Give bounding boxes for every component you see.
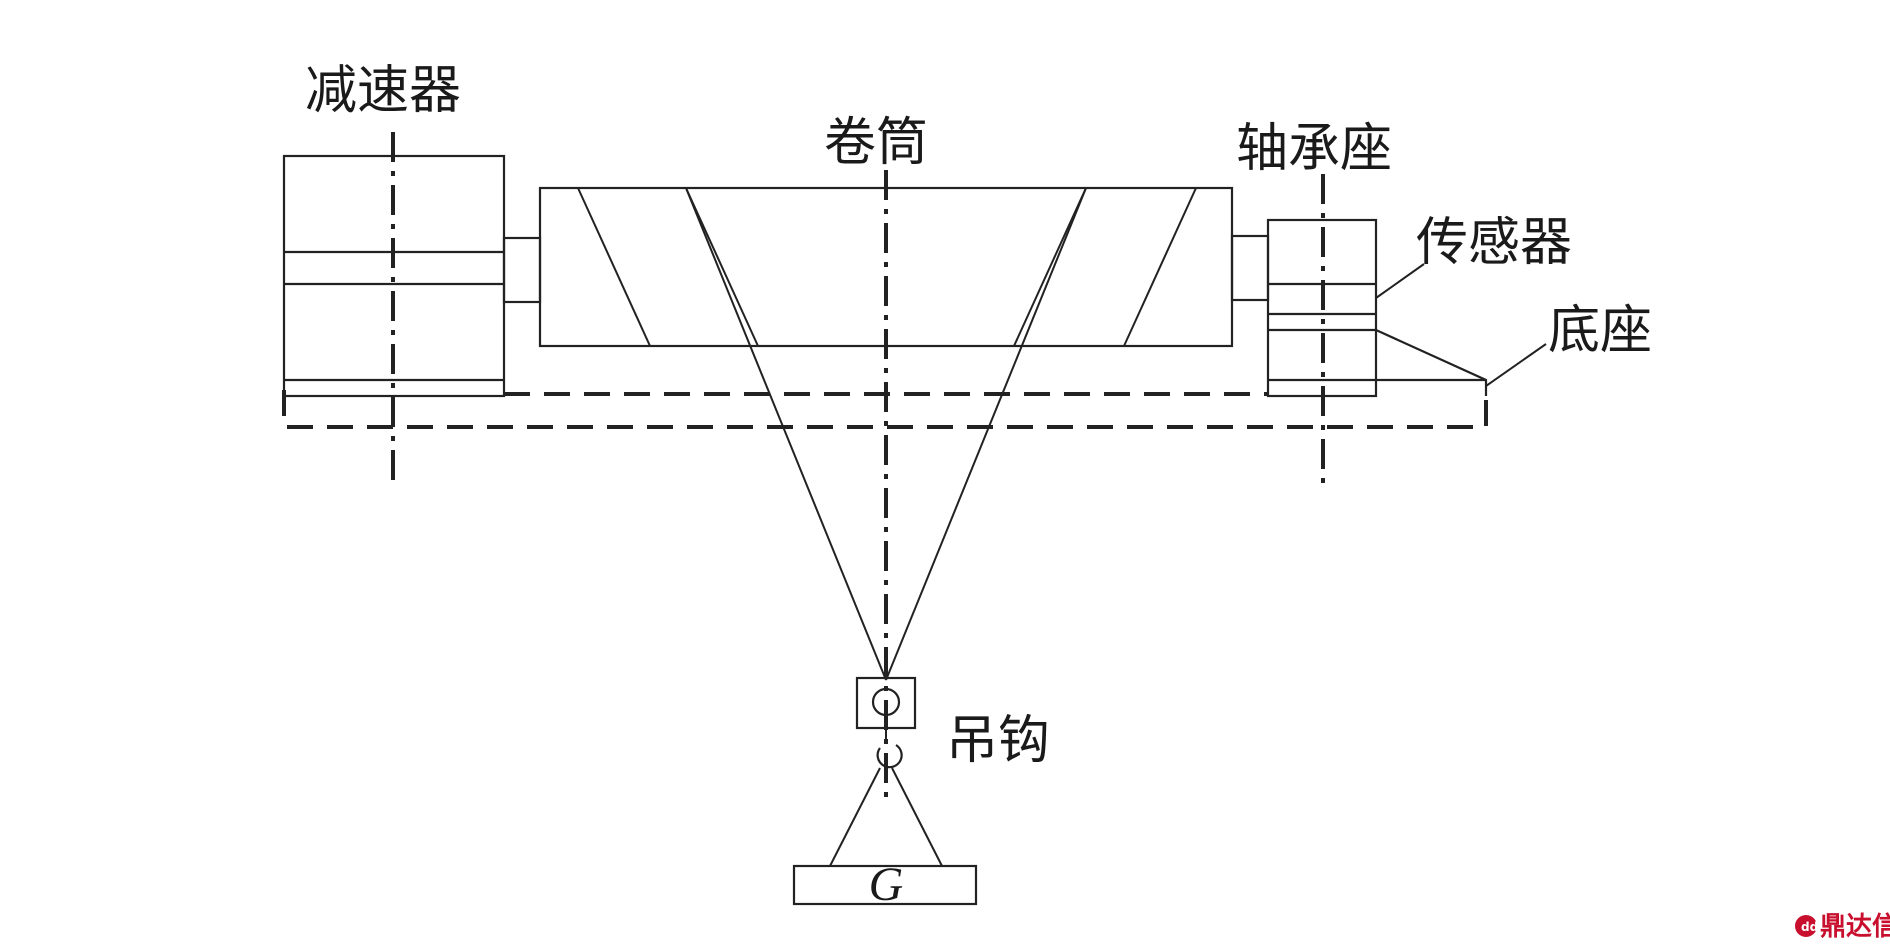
hook-label: 吊钩 — [946, 711, 1050, 771]
watermark-text: 鼎达信 — [1820, 912, 1890, 942]
bearing-seat — [1266, 218, 1378, 398]
drum-label: 卷筒 — [824, 113, 928, 173]
sling-left — [829, 767, 881, 867]
base-leader — [1485, 343, 1547, 387]
sling-right — [891, 767, 943, 867]
bearing-seat-label: 轴承座 — [1236, 119, 1392, 179]
sensor-leader — [1375, 263, 1425, 299]
right-shaft — [1230, 234, 1270, 302]
svg-text:dd: dd — [1801, 920, 1818, 934]
hook — [855, 676, 917, 769]
left-shaft — [502, 236, 542, 304]
load-box — [792, 864, 978, 906]
rope-right — [885, 187, 1087, 681]
base-label: 底座 — [1548, 301, 1652, 361]
reducer-label: 减速器 — [305, 61, 461, 121]
base-support — [1375, 328, 1488, 396]
sensor-label: 传感器 — [1416, 213, 1572, 273]
rope-left — [685, 187, 887, 681]
load-label: G — [869, 858, 904, 911]
watermark: dd 鼎达信 — [1795, 912, 1890, 942]
